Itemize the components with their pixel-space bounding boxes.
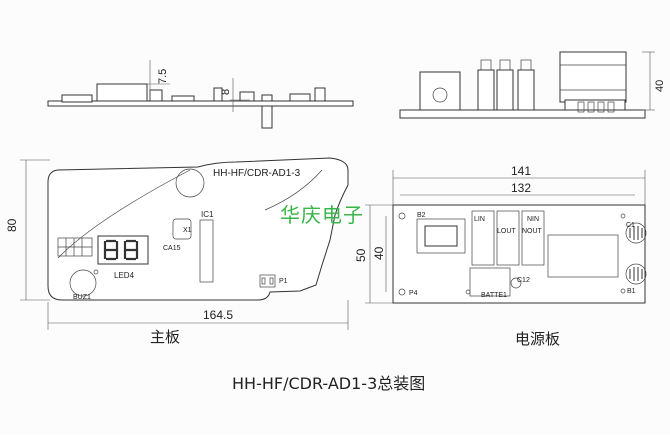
power-inner-width-dim: 132 xyxy=(511,181,531,195)
c12-label: C12 xyxy=(517,277,530,284)
power-outer-height-dim: 50 xyxy=(354,248,368,262)
drawing-title: HH-HF/CDR-AD1-3总装图 xyxy=(232,374,425,393)
side-dim-height: 40 xyxy=(654,80,666,92)
power-inner-height-dim: 40 xyxy=(372,246,386,260)
p1-label: P1 xyxy=(279,278,288,285)
power-board-top-view[interactable]: 141 132 50 40 P4 B2 LIN LOUT NIN NOUT BA… xyxy=(354,164,647,304)
b1-label: B1 xyxy=(627,288,636,295)
watermark: 华庆电子 xyxy=(280,203,364,227)
lin-label: LIN xyxy=(474,216,485,223)
main-board-top-view[interactable]: HH-HF/CDR-AD1-3 IC1 X1 CA15 LED4 BUZ1 P1 xyxy=(5,157,349,330)
b2-label: B2 xyxy=(417,212,426,219)
power-board-caption: 电源板 xyxy=(515,330,560,348)
power-outer-width-dim: 141 xyxy=(511,164,531,178)
main-width-dim: 164.5 xyxy=(203,308,233,322)
nout-label: NOUT xyxy=(522,228,543,235)
nin-label: NIN xyxy=(527,216,539,223)
side-dim-a: 7.5 xyxy=(157,69,169,84)
main-height-dim: 80 xyxy=(5,218,19,232)
battery-label: BATTE1 xyxy=(481,292,507,299)
ca15-label: CA15 xyxy=(163,245,181,252)
ic1-label: IC1 xyxy=(201,210,214,219)
led-display xyxy=(57,235,149,265)
main-board-caption: 主板 xyxy=(150,328,180,346)
main-board-model-label: HH-HF/CDR-AD1-3 xyxy=(213,168,301,179)
main-board-side-view: 7.5 8 xyxy=(47,60,354,129)
x1-label: X1 xyxy=(183,227,192,234)
side-dim-b: 8 xyxy=(220,89,232,95)
buz1-label: BUZ1 xyxy=(73,294,91,301)
lout-label: LOUT xyxy=(497,228,516,235)
p4-label: P4 xyxy=(409,290,418,297)
led4-label: LED4 xyxy=(114,271,135,280)
c1-label: C1 xyxy=(626,222,635,229)
power-board-side-view: 40 xyxy=(399,51,666,119)
